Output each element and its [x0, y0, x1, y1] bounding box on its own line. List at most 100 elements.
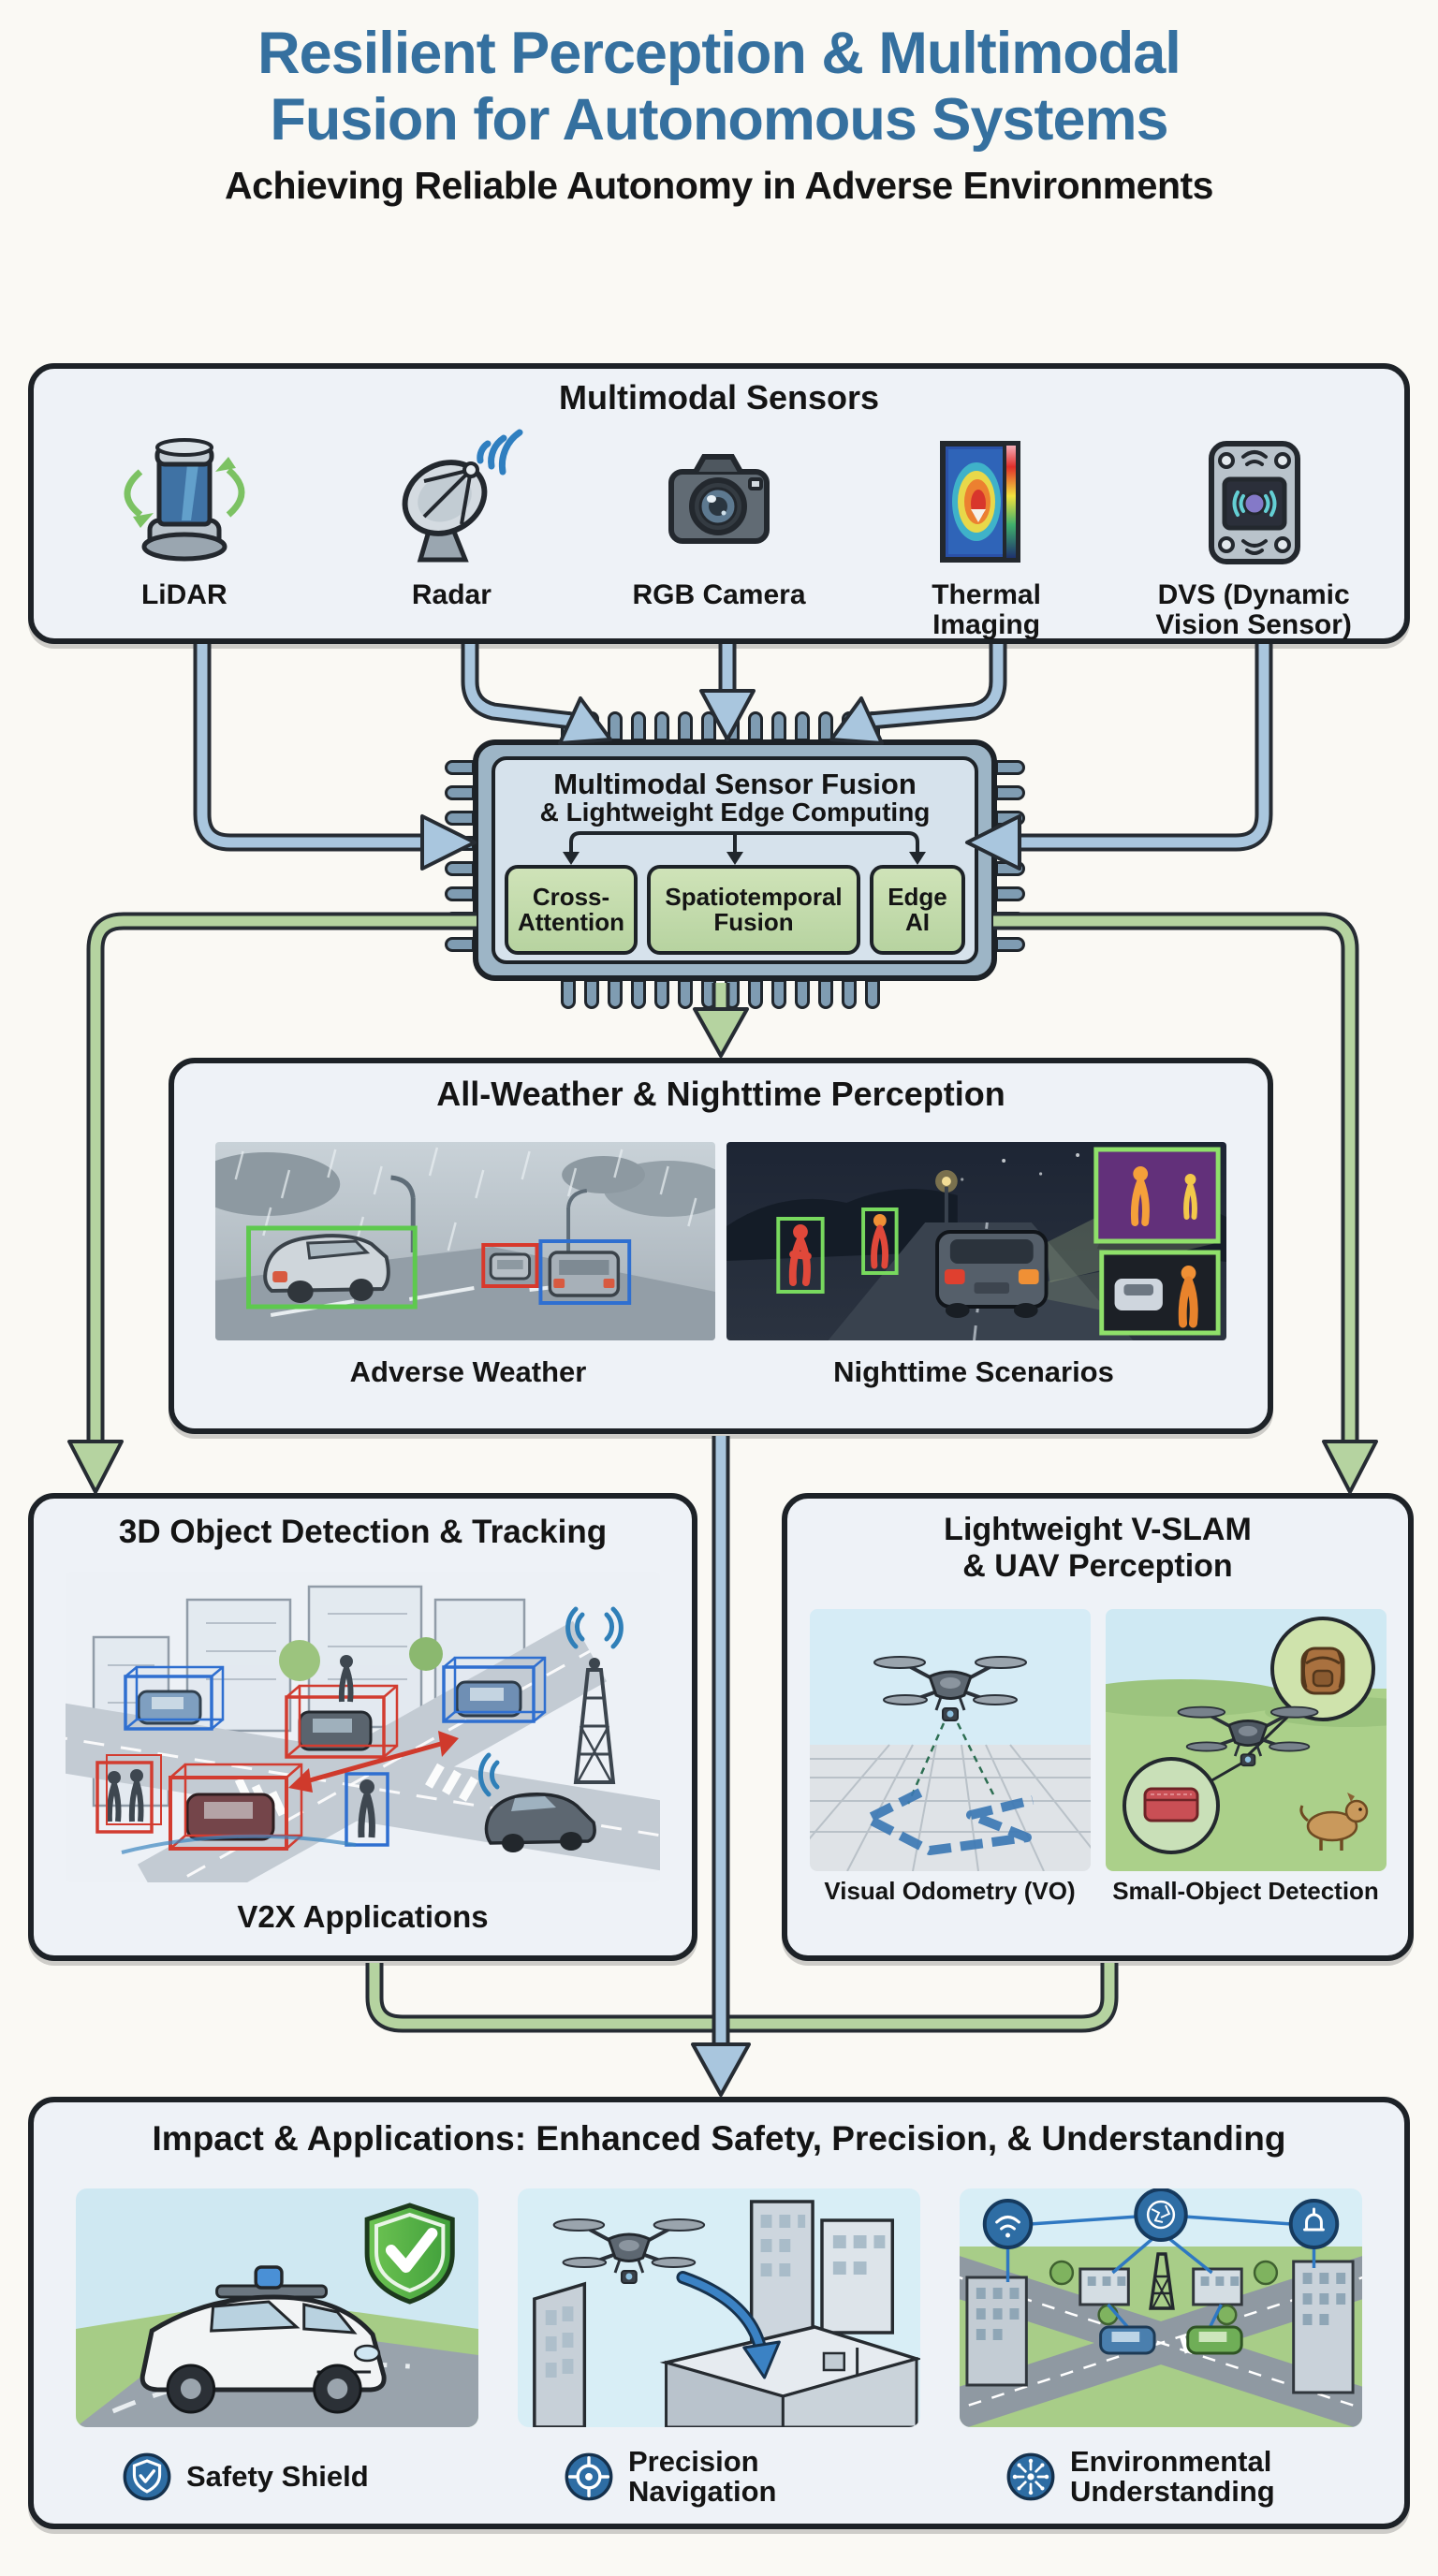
pedestrians-red-box — [95, 1754, 162, 1834]
impact-label: Safety Shield — [186, 2459, 369, 2493]
lidar-feed-blue — [193, 644, 477, 871]
beacon-node — [1288, 2199, 1340, 2249]
sensor-label: LiDAR — [140, 579, 227, 610]
chip-pins-top — [561, 711, 880, 741]
sensors-box: Multimodal Sensors — [28, 363, 1410, 644]
visual-odometry-caption: Visual Odometry (VO) — [824, 1877, 1076, 1905]
sensor-rgb-camera: RGB Camera — [585, 427, 853, 641]
merge-connector-green — [365, 1963, 1119, 2033]
magnifier-backpack — [1269, 1617, 1375, 1721]
v2x-intersection-scene — [66, 1572, 660, 1882]
dog — [1299, 1793, 1368, 1851]
vo-drone — [873, 1656, 1027, 1721]
module-spatiotemporal-fusion: Spatiotemporal Fusion — [647, 865, 860, 956]
nav-arrow — [676, 2271, 781, 2379]
rgb-camera-icon — [668, 454, 770, 544]
tracked-car-blue-left — [124, 1665, 225, 1731]
impact-label: Environmental Understanding — [1070, 2445, 1275, 2508]
environment-panel — [960, 2188, 1362, 2427]
nav-drone — [552, 2218, 706, 2284]
magnifier-wallet — [1122, 1757, 1220, 1854]
pedestrian-plain — [338, 1655, 354, 1703]
ai-node — [1134, 2188, 1188, 2242]
drone-city-scene — [518, 2188, 920, 2427]
perception-output-blue — [691, 1436, 751, 2097]
precision-panel — [518, 2188, 920, 2427]
env-links — [1005, 2215, 1316, 2338]
perception-title: All-Weather & Nighttime Perception — [436, 1075, 1005, 1113]
impact-box: Impact & Applications: Enhanced Safety, … — [28, 2097, 1410, 2529]
sensor-radar: Radar — [318, 427, 586, 641]
small-object-caption: Small-Object Detection — [1112, 1877, 1379, 1905]
connected-car — [477, 1752, 596, 1852]
visual-odometry-scene — [809, 1609, 1091, 1871]
impact-panels — [76, 2188, 1362, 2427]
vslam-title-line2: & UAV Perception — [962, 1548, 1233, 1585]
page-title-line1: Resilient Perception & Multimodal — [257, 21, 1181, 86]
env-car-green — [1186, 2325, 1243, 2355]
nighttime-panel — [726, 1142, 1226, 1340]
radar-icon — [403, 429, 523, 563]
autonomous-car — [139, 2265, 387, 2414]
adverse-weather-panel — [215, 1142, 715, 1340]
module-edge-ai: Edge AI — [870, 865, 965, 956]
env-buildings — [965, 2260, 1355, 2394]
safety-panel — [76, 2188, 478, 2427]
sensor-label: Thermal Imaging — [932, 579, 1041, 641]
module-cross-attention: Cross-Attention — [505, 865, 638, 956]
chip-pins-left — [445, 760, 475, 952]
thermal-imaging-icon — [939, 441, 1020, 563]
chip-pins-bottom — [561, 979, 880, 1009]
page-title: Resilient Perception & Multimodal Fusion… — [0, 21, 1438, 153]
pedestrian-blue-box — [345, 1772, 389, 1847]
fusion-chip-panel: Multimodal Sensor Fusion & Lightweight E… — [492, 756, 978, 964]
sensor-lidar: LiDAR — [51, 427, 318, 641]
env-tower — [1149, 2252, 1175, 2310]
nighttime-caption: Nighttime Scenarios — [833, 1355, 1114, 1388]
v2x-link-arrow — [288, 1731, 459, 1793]
nighttime-scene — [726, 1142, 1226, 1340]
perception-box: All-Weather & Nighttime Perception — [169, 1058, 1273, 1434]
sensor-row: LiDAR — [51, 427, 1387, 641]
sensor-label: Radar — [411, 579, 492, 610]
small-object-scene — [1105, 1609, 1387, 1871]
fusion-modules: Cross-Attention Spatiotemporal Fusion Ed… — [505, 865, 965, 956]
fusion-chip: Multimodal Sensor Fusion & Lightweight E… — [473, 739, 997, 981]
sensor-label: DVS (Dynamic Vision Sensor) — [1155, 579, 1352, 641]
vslam-panels — [808, 1609, 1387, 1871]
fusion-title-line1: Multimodal Sensor Fusion — [553, 768, 917, 800]
vslam-captions: Visual Odometry (VO) Small-Object Detect… — [808, 1877, 1387, 1906]
page-title-line2: Fusion for Autonomous Systems — [270, 86, 1168, 153]
vslam-box: Lightweight V-SLAM & UAV Perception — [782, 1493, 1414, 1961]
sensor-thermal: Thermal Imaging — [853, 427, 1121, 641]
sensor-dvs: DVS (Dynamic Vision Sensor) — [1120, 427, 1387, 641]
vslam-title: Lightweight V-SLAM & UAV Perception — [787, 1512, 1408, 1585]
safety-shield-caption: Safety Shield — [76, 2447, 478, 2506]
smart-intersection-scene — [960, 2188, 1362, 2427]
environmental-understanding-caption: Environmental Understanding — [960, 2447, 1362, 2506]
visual-odometry-panel — [809, 1609, 1091, 1871]
sensor-label: RGB Camera — [632, 579, 806, 610]
page-subtitle: Achieving Reliable Autonomy in Adverse E… — [225, 164, 1213, 207]
night-pedestrian-center — [861, 1208, 899, 1275]
detected-car-small — [481, 1243, 539, 1288]
dvs-icon — [1209, 441, 1301, 564]
buildings — [533, 2200, 920, 2427]
thermal-inset-bottom — [1099, 1250, 1221, 1336]
impact-title: Impact & Applications: Enhanced Safety, … — [152, 2119, 1286, 2158]
network-burst-icon — [1006, 2452, 1055, 2501]
precision-navigation-caption: Precision Navigation — [518, 2447, 920, 2506]
adverse-weather-scene — [215, 1142, 715, 1340]
shield-check-icon — [123, 2452, 171, 2501]
fusion-split-arrows — [563, 831, 926, 866]
small-object-panel — [1105, 1609, 1387, 1871]
impact-label: Precision Navigation — [628, 2445, 777, 2508]
v2x-caption: V2X Applications — [237, 1899, 489, 1934]
adverse-weather-caption: Adverse Weather — [349, 1355, 587, 1388]
detection-box: 3D Object Detection & Tracking — [28, 1493, 697, 1961]
shield-badge — [364, 2203, 455, 2305]
env-car-blue — [1099, 2325, 1156, 2355]
thermal-inset-top — [1093, 1147, 1221, 1244]
wifi-node — [982, 2199, 1034, 2249]
